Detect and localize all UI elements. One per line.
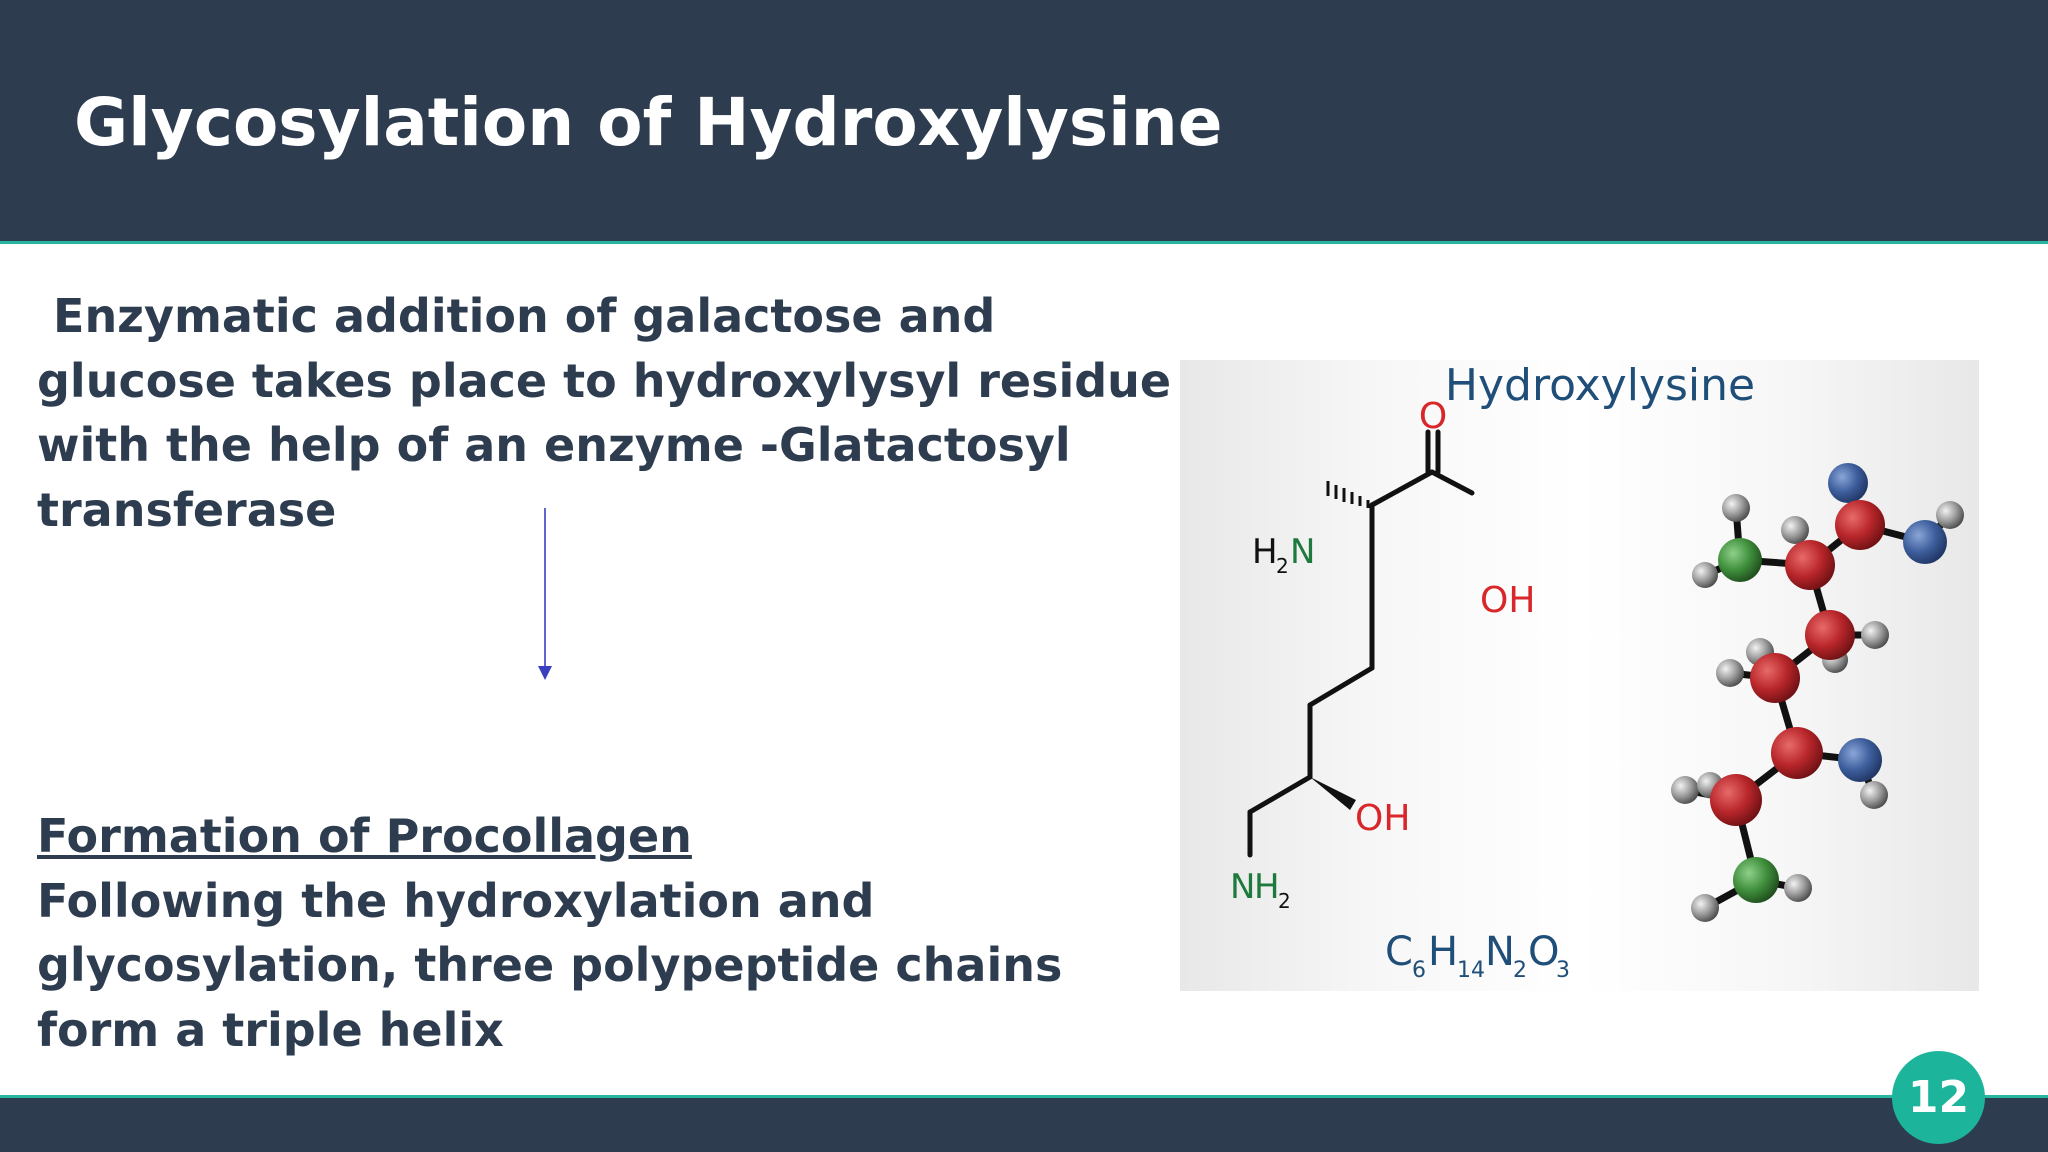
terminal-amine-h: H (1254, 867, 1280, 907)
terminal-amine-n: N (1230, 867, 1255, 907)
carbonyl-oxygen-label: O (1419, 396, 1447, 437)
amine-label: H 2 N (1252, 532, 1315, 578)
amine-subscript: 2 (1276, 554, 1289, 578)
paragraph-line: Following the hydroxylation and (37, 873, 875, 928)
paragraph-line: glucose takes place to hydroxylysyl resi… (37, 353, 1172, 408)
paragraph-line: transferase (37, 482, 337, 537)
formula-h: H (1428, 929, 1458, 975)
slide-title: Glycosylation of Hydroxylysine (74, 84, 1223, 161)
formula-c: C (1385, 929, 1413, 975)
formula-o: O (1528, 929, 1559, 975)
slide-footer (0, 1095, 2048, 1152)
down-arrow-icon (538, 508, 552, 680)
formula-h-subscript: 14 (1457, 958, 1485, 983)
amine-n: N (1290, 532, 1315, 572)
paragraph-procollagen: Formation of Procollagen Following the h… (37, 804, 1187, 1062)
ball-and-stick-model (1671, 463, 1964, 922)
paragraph-line: Enzymatic addition of galactose and (37, 289, 996, 343)
paragraph-line: form a triple helix (37, 1002, 504, 1057)
solid-wedge-bond (1310, 777, 1356, 810)
hydroxylysine-figure: Hydroxylysine O OH H 2 (1180, 360, 1979, 991)
formula-n-subscript: 2 (1513, 958, 1527, 983)
paragraph-line: with the help of an enzyme -Glatactosyl (37, 418, 1071, 472)
hashed-wedge-bond (1326, 481, 1370, 508)
paragraph-enzymatic-addition: Enzymatic addition of galactose and gluc… (37, 284, 1187, 542)
formula-c-subscript: 6 (1412, 958, 1426, 983)
side-chain-hydroxyl-label: OH (1355, 798, 1410, 839)
skeletal-formula (1247, 429, 1475, 858)
amine-h: H (1252, 532, 1278, 572)
page-number-badge: 12 (1892, 1051, 1985, 1144)
figure-title: Hydroxylysine (1445, 360, 1755, 411)
molecular-formula: C 6 H 14 N 2 O 3 (1385, 929, 1570, 983)
terminal-amine-label: N H 2 (1230, 867, 1291, 913)
procollagen-heading: Formation of Procollagen (37, 809, 692, 863)
paragraph-line: glycosylation, three polypeptide chains (37, 938, 1063, 992)
terminal-amine-subscript: 2 (1278, 889, 1291, 913)
formula-o-subscript: 3 (1556, 958, 1570, 983)
slide-header: Glycosylation of Hydroxylysine (0, 0, 2048, 244)
acid-hydroxyl-label: OH (1480, 580, 1535, 621)
hydroxylysine-structure-diagram: Hydroxylysine O OH H 2 (1230, 360, 1964, 983)
formula-n: N (1485, 929, 1515, 975)
